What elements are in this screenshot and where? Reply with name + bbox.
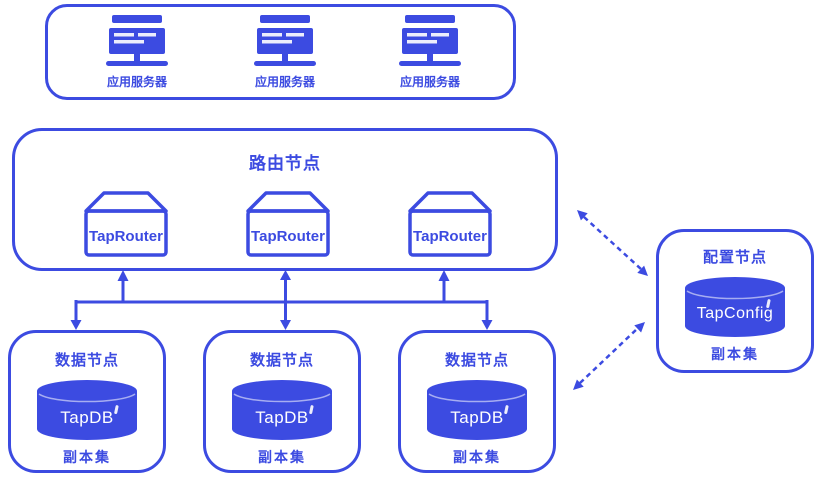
arrow-down-icon bbox=[481, 320, 493, 330]
config-node-title: 配置节点 bbox=[702, 249, 767, 266]
app-tier-box: 应用服务器 应用服务器 bbox=[45, 4, 516, 100]
app-server-item: 应用服务器 bbox=[243, 15, 327, 90]
app-server-item: 应用服务器 bbox=[388, 15, 472, 90]
routing-tier-box: 路由节点 TapRouter TapRouter TapRouter bbox=[12, 128, 558, 271]
router-node: TapRouter bbox=[78, 188, 174, 260]
data-node-box: 数据节点 TapDB 副本集 bbox=[398, 330, 556, 473]
data-node-title: 数据节点 bbox=[54, 352, 119, 369]
database-cylinder-icon bbox=[427, 380, 527, 440]
app-server-label: 应用服务器 bbox=[254, 75, 315, 89]
arrow-down-icon bbox=[70, 320, 82, 330]
replica-set-label: 副本集 bbox=[258, 449, 306, 465]
database-cylinder-icon bbox=[37, 380, 137, 440]
app-server-label: 应用服务器 bbox=[106, 75, 167, 89]
database-label: TapConfig bbox=[696, 305, 774, 322]
database-label: TapDB bbox=[60, 408, 114, 427]
app-server-item: 应用服务器 bbox=[95, 15, 179, 90]
router-label: TapRouter bbox=[413, 227, 487, 245]
router-label: TapRouter bbox=[89, 227, 163, 245]
arrow-up-icon bbox=[438, 270, 450, 281]
data-node-box: 数据节点 TapDB 副本集 bbox=[8, 330, 166, 473]
storage-box-icon bbox=[84, 191, 168, 257]
arrow-down-icon bbox=[280, 320, 291, 330]
router-node: TapRouter bbox=[402, 188, 498, 260]
storage-box-icon bbox=[246, 191, 330, 257]
arrow-up-icon bbox=[280, 270, 291, 280]
app-server-icon bbox=[106, 15, 168, 66]
router-node: TapRouter bbox=[240, 188, 336, 260]
app-server-icon bbox=[399, 15, 461, 66]
arrow-up-icon bbox=[117, 270, 129, 281]
router-label: TapRouter bbox=[251, 227, 325, 245]
database-label: TapDB bbox=[450, 408, 504, 427]
config-node-box: 配置节点 TapConfig 副本集 bbox=[656, 229, 814, 373]
data-node-title: 数据节点 bbox=[249, 352, 314, 369]
database-cylinder-icon bbox=[685, 277, 785, 337]
storage-box-icon bbox=[408, 191, 492, 257]
database-cylinder-icon bbox=[232, 380, 332, 440]
app-server-icon bbox=[254, 15, 316, 66]
dashed-arrow-router-config bbox=[577, 210, 648, 276]
data-node-title: 数据节点 bbox=[444, 352, 509, 369]
data-node-box: 数据节点 TapDB 副本集 bbox=[203, 330, 361, 473]
replica-set-label: 副本集 bbox=[711, 346, 759, 362]
routing-tier-title: 路由节点 bbox=[249, 154, 321, 173]
replica-set-label: 副本集 bbox=[453, 449, 501, 465]
app-server-label: 应用服务器 bbox=[399, 75, 460, 89]
replica-set-label: 副本集 bbox=[63, 449, 111, 465]
dashed-arrow-data-config bbox=[573, 322, 645, 390]
database-label: TapDB bbox=[255, 408, 309, 427]
